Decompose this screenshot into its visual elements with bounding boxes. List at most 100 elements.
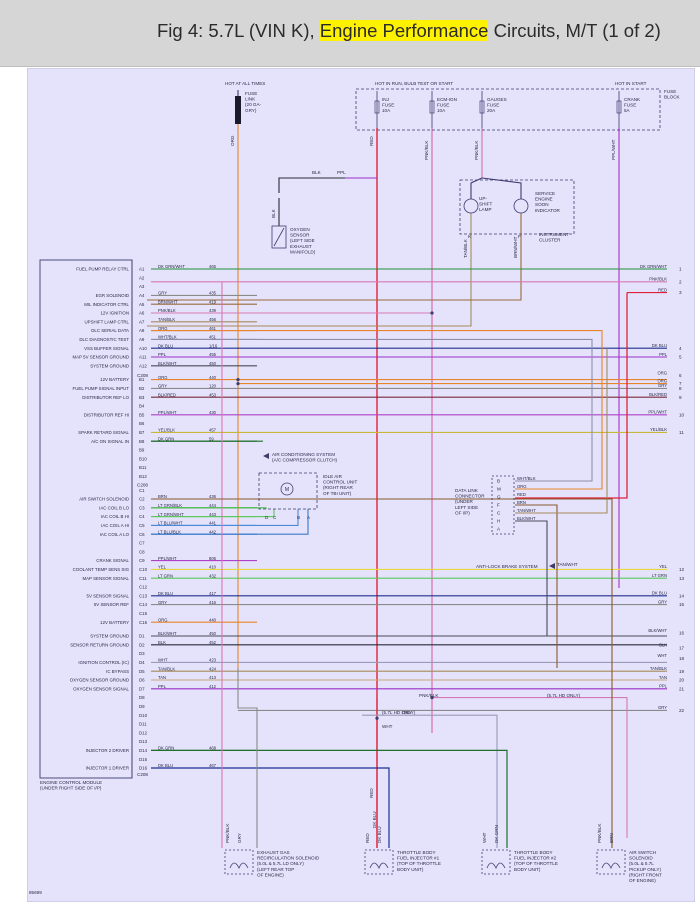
ecm-fn-c10: COOLANT TEMP SENS SIG — [73, 567, 130, 572]
ecm-wire-d1: BLK/WHT — [158, 631, 177, 636]
ecm-pin-c13: C13 — [139, 593, 148, 598]
ecm-pin-b8: B8 — [139, 439, 145, 444]
hot-in-start-label: HOT IN START — [615, 81, 647, 86]
bottom-component-2-wire-a: RED — [365, 833, 370, 843]
ecm-circ-a10: 1/16 — [209, 343, 218, 348]
fuse-1-label-line-2: 10A — [382, 108, 391, 113]
bottom-component-4-label-line-2: (5.0L & 5.7L — [629, 861, 654, 866]
fuse-link-label-line-2: (20 GA- — [245, 102, 262, 107]
dlc-tan-wht-wire — [515, 348, 608, 514]
splice-pnk-lower — [430, 696, 434, 700]
iac-pin-c: C — [273, 515, 277, 520]
ecm-pin-c6: C6 — [139, 532, 145, 537]
edge-wire-16: BLK/WHT — [648, 628, 667, 633]
ecm-wire-a12: BLK/WHT — [158, 361, 177, 366]
iac-label-line-2: (RIGHT REAR — [323, 485, 353, 490]
bottom-component-4-label-line-1: SOLENOID — [629, 856, 653, 861]
service-engine-lamp-symbol — [513, 198, 529, 214]
fuse-1-label-line-0: INJ — [382, 97, 389, 102]
edge-wire-12: YEL — [659, 564, 668, 569]
ecm-pin-a10: A10 — [139, 346, 147, 351]
ecm-circ-c2: 436 — [209, 494, 217, 499]
fuse-1-element — [374, 100, 380, 114]
edge-wire-19: TAN/BLK — [650, 666, 667, 671]
upshift-lamp-label-line-1: SHIFT — [479, 202, 492, 207]
ecm-fn-c11: MAP SENSOR SIGNAL — [82, 576, 129, 581]
o2-blk-wire — [278, 177, 345, 193]
ecm-label-line-0: ENGINE CONTROL MODULE — [40, 780, 102, 785]
fuse-4-label-line-0: CRANK — [624, 97, 641, 102]
ecm-pin-c7: C7 — [139, 541, 145, 546]
edge-wire-1: DK GRN/WHT — [640, 264, 667, 269]
ecm-wire-c16: ORG — [158, 617, 168, 622]
figure-id: 85699 — [29, 890, 42, 895]
ecm-wire-d2: BLK — [158, 640, 166, 645]
ecm-fn-d2: SENSOR RETURN GROUND — [70, 642, 129, 647]
ecm-circ-d7: 412 — [209, 684, 217, 689]
ecm-fn-d6: OXYGEN SENSOR GROUND — [70, 678, 129, 683]
ecm-pin-c8: C8 — [139, 549, 145, 554]
iac-label-line-0: IDLE AIR — [323, 474, 343, 479]
ac-system-label-line-0: AIR CONDITIONING SYSTEM — [272, 452, 335, 457]
edge-ref-17: 17 — [679, 645, 685, 650]
gry-lower-label: GRY — [402, 710, 412, 715]
cluster-pin-f: F — [518, 234, 521, 239]
hot-in-run-label: HOT IN RUN, BULB TEST OR START — [375, 81, 453, 86]
ecm-fn-d16: INJECTOR 1 DRIVER — [86, 766, 129, 771]
ecm-pin-d3: D3 — [139, 651, 145, 656]
ecm-pin-c1: C1 — [139, 488, 145, 493]
o2-ppl-label: PPL — [337, 170, 346, 175]
ecm-pin-b9: B9 — [139, 448, 145, 453]
ecm-circ-a9: 451 — [209, 335, 217, 340]
edge-ref-19: 19 — [679, 669, 685, 674]
bottom-component-3-box — [481, 849, 511, 875]
ecm-circ-c4: 443 — [209, 512, 217, 517]
wht-lower-label: WHT — [382, 724, 393, 729]
ecm-pin-a2: A2 — [139, 275, 145, 280]
ecm-pin-d14: D14 — [139, 748, 148, 753]
ecm-wire-b2: GRY — [158, 384, 167, 389]
ecm-wire-c9: PPL/WHT — [158, 556, 177, 561]
bottom-component-2-label-line-3: BODY UNIT) — [397, 867, 424, 872]
ecm-fn-b1: 12V BATTERY — [100, 377, 129, 382]
edge-ref-22: 22 — [679, 708, 685, 713]
dlc-blk-wht-wire — [515, 520, 548, 636]
iac-wire-3 — [151, 509, 309, 535]
edge-wire-11: YEL/BLK — [650, 427, 667, 432]
pnk-blk-feed-label: PNK/BLK — [424, 140, 429, 160]
edge-ref-21: 21 — [679, 686, 685, 691]
ecm-pin-a9: A9 — [139, 337, 145, 342]
bottom-component-4-coil — [601, 862, 621, 869]
ecm-fn-a12: SYSTEM GROUND — [90, 363, 129, 368]
pnk-to-air-switch — [432, 697, 628, 838]
ecm-pin-c9: C9 — [139, 558, 145, 563]
bottom-component-2-coil — [369, 862, 389, 869]
fuse-3-label-line-0: GAUGES — [487, 97, 507, 102]
pnk-blk-gauges-label: PNK/BLK — [474, 140, 479, 160]
bottom-component-1-label-line-2: (5.0L & 5.7L LD ONLY) — [257, 861, 304, 866]
ecm-pin-a7: A7 — [139, 319, 145, 324]
ecm-wire-c14: GRY — [158, 600, 167, 605]
edge-ref-15: 15 — [679, 602, 685, 607]
ecm-pin-d15: D15 — [139, 757, 148, 762]
inj1-dk-blu-wire — [151, 767, 390, 848]
edge-wire-18: WHT — [657, 653, 667, 658]
bottom-component-1-wire-b: GRY — [237, 833, 242, 843]
ecm-circ-d5: 424 — [209, 666, 217, 671]
edge-wire-10: PPL/WHT — [648, 410, 667, 415]
bottom-component-4-wire-a: PNK/BLK — [597, 823, 602, 843]
ecm-pin-d5: D5 — [139, 669, 145, 674]
bottom-component-4-label-line-0: AIR SWITCH — [629, 850, 656, 855]
ecm-pin-b7: B7 — [139, 430, 145, 435]
edge-ref-5: 5 — [679, 355, 682, 360]
bottom-component-3-label-line-2: (TOP OF THROTTLE — [514, 861, 558, 866]
edge-wire-9: BLK/RED — [649, 392, 667, 397]
iac-wire-2 — [151, 509, 299, 526]
ecm-circ-d14: 468 — [209, 746, 217, 751]
iac-box — [258, 472, 318, 510]
ecm-circ-c14: 416 — [209, 600, 217, 605]
bottom-component-2-label-line-1: FUEL INJECTOR #1 — [397, 856, 440, 861]
ecm-pin-d4: D4 — [139, 660, 145, 665]
ecm-circ-b2: 120 — [209, 384, 217, 389]
ppl-wht-feed-label: PPL/WHT — [611, 139, 616, 160]
